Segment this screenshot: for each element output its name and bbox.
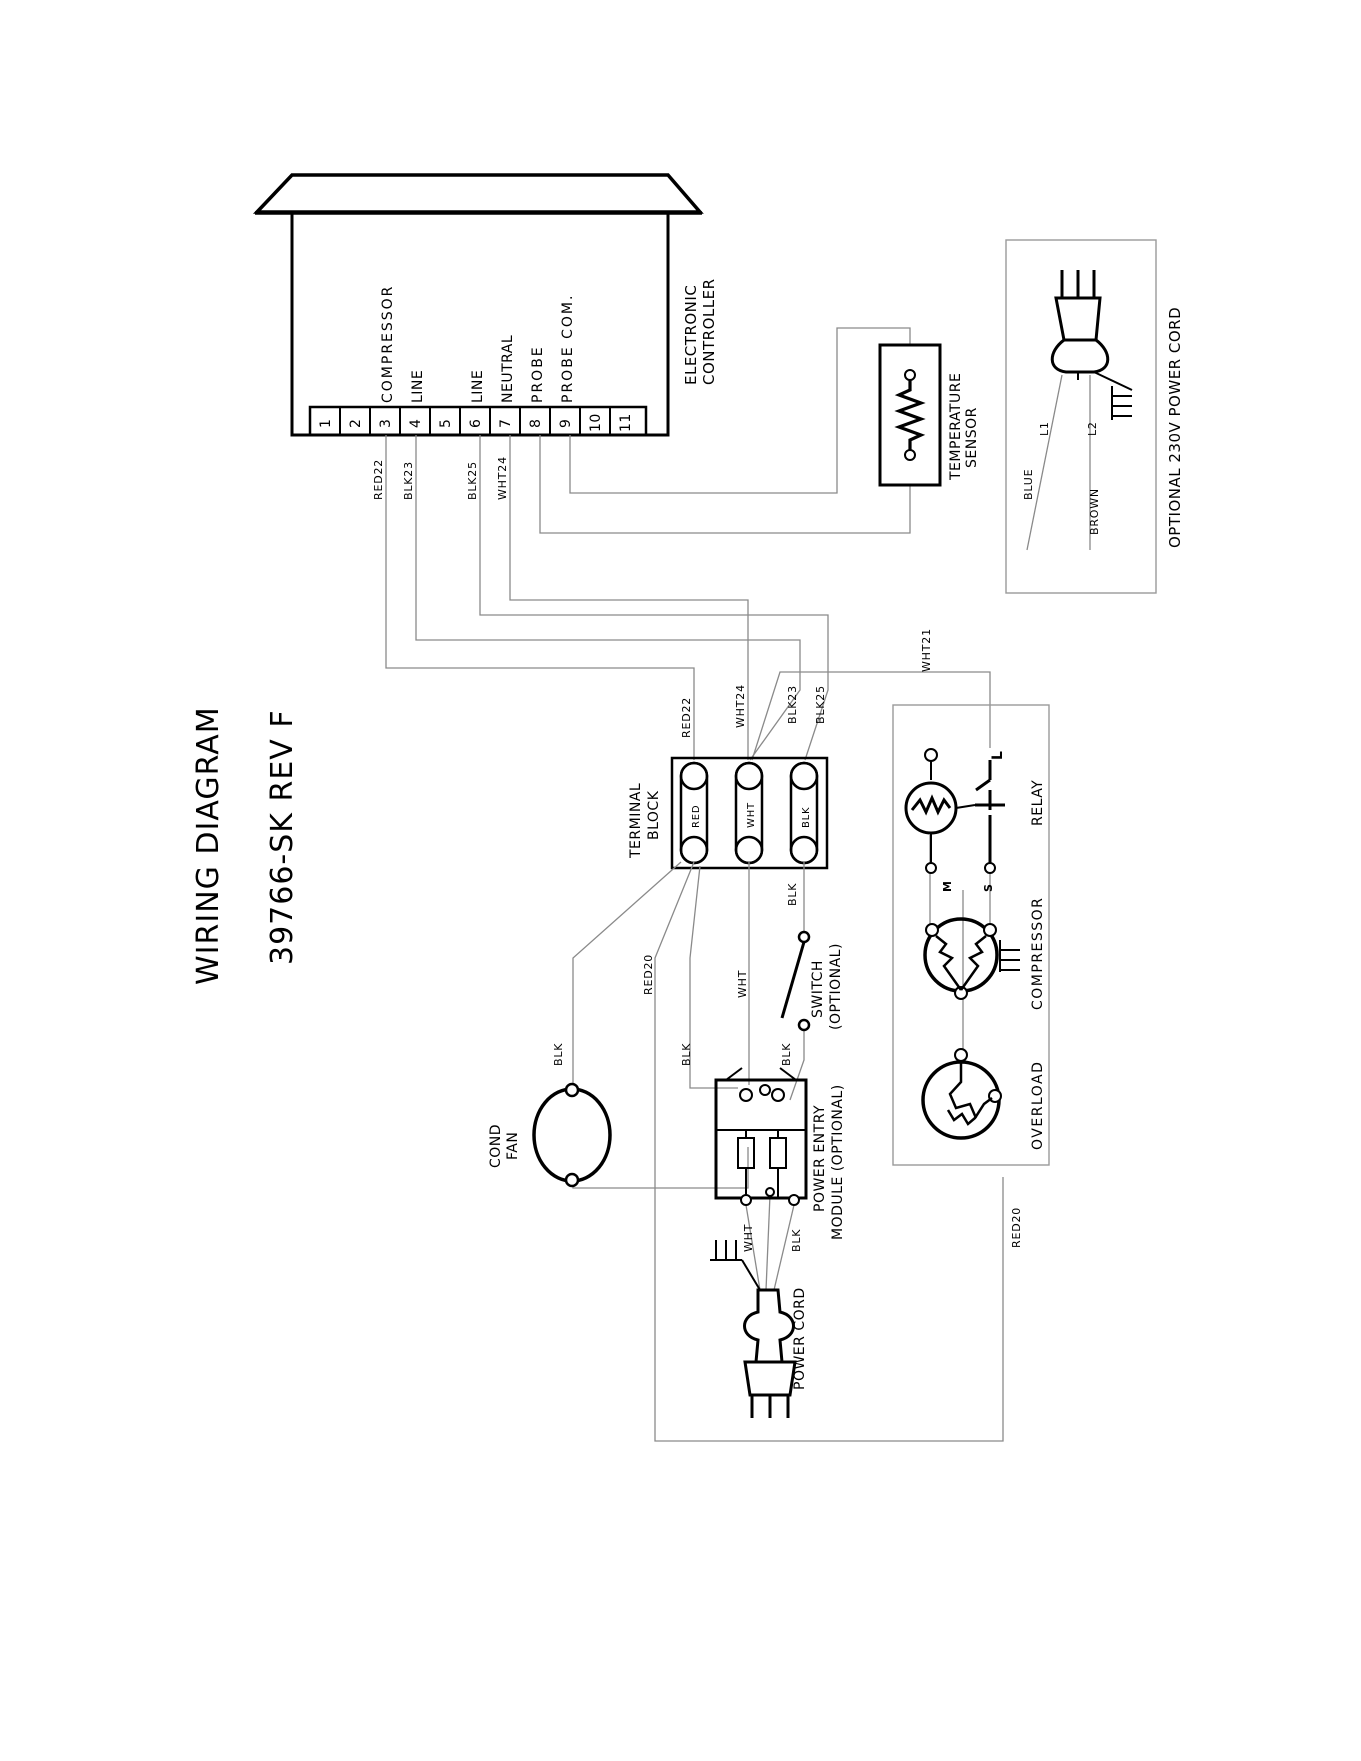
wire-label-red22-tb: RED22 bbox=[680, 697, 693, 738]
wire-probe bbox=[539, 435, 911, 534]
terminal-block-label-line2: BLOCK bbox=[646, 790, 662, 840]
terminal-3: 3 bbox=[378, 419, 394, 428]
wire-pem-cord-1 bbox=[745, 1204, 761, 1291]
wire-fan-blk bbox=[572, 861, 682, 1088]
wire-label-blk-pem: BLK bbox=[680, 1043, 693, 1066]
function-probe-com: PROBE COM. bbox=[560, 294, 576, 403]
relay-terminal-s: S bbox=[982, 883, 995, 892]
relay-label: RELAY bbox=[1030, 780, 1046, 826]
wire-blk25 bbox=[479, 435, 829, 761]
wire-label-brown: BROWN bbox=[1088, 488, 1101, 535]
terminal-block-red-label: RED bbox=[691, 805, 702, 828]
controller-label-line1: ELECTRONIC bbox=[682, 285, 700, 385]
terminal-8: 8 bbox=[528, 419, 544, 428]
function-neutral: NEUTRAL bbox=[500, 335, 516, 403]
terminal-5: 5 bbox=[438, 419, 454, 428]
function-line-6: LINE bbox=[470, 370, 486, 403]
function-compressor: COMPRESSOR bbox=[380, 285, 396, 403]
ground-symbol-compressor bbox=[999, 940, 1020, 972]
wire-label-l1: L1 bbox=[1038, 421, 1051, 436]
wire-probe-com bbox=[569, 327, 911, 494]
wire-label-blk23-tb: BLK23 bbox=[786, 685, 799, 724]
power-entry-module-label-line2: MODULE (OPTIONAL) bbox=[830, 1084, 846, 1240]
wire-label-blue: BLUE bbox=[1022, 469, 1035, 500]
electronic-controller: 1 2 3 4 5 6 7 8 9 10 11 COMPRESSOR LINE … bbox=[252, 173, 718, 437]
terminal-block-wht: WHT bbox=[734, 761, 764, 865]
terminal-4: 4 bbox=[408, 419, 424, 428]
ground-symbol-230v bbox=[1111, 386, 1132, 420]
temperature-sensor-line1: TEMPERATURE bbox=[948, 373, 964, 481]
overload-label: OVERLOAD bbox=[1030, 1061, 1046, 1150]
cond-fan-label-line1: COND bbox=[488, 1124, 504, 1168]
switch-label-line2: (OPTIONAL) bbox=[828, 943, 844, 1030]
function-line-4: LINE bbox=[410, 370, 426, 403]
controller-terminal-strip: 1 2 3 4 5 6 7 8 9 10 11 bbox=[308, 405, 648, 437]
wire-label-wht-cord: WHT bbox=[742, 1224, 755, 1252]
overload: OVERLOAD bbox=[921, 1048, 1046, 1150]
wire-red20 bbox=[654, 861, 1004, 1442]
wire-pem-blk bbox=[689, 865, 738, 1089]
wire-red22 bbox=[385, 435, 695, 760]
wire-label-blk25: BLK25 bbox=[466, 461, 479, 500]
terminal-block-label-line1: TERMINAL bbox=[628, 783, 644, 859]
wire-wht24 bbox=[509, 435, 749, 760]
terminal-block-wht-label: WHT bbox=[746, 802, 757, 828]
terminal-7: 7 bbox=[498, 419, 514, 428]
function-probe: PROBE bbox=[530, 345, 546, 403]
terminal-block-red: RED bbox=[679, 761, 709, 865]
power-entry-module-label-line1: POWER ENTRY bbox=[812, 1105, 828, 1212]
wire-label-blk23: BLK23 bbox=[402, 461, 415, 500]
optional-230v-power-cord-label: OPTIONAL 230V POWER CORD bbox=[1166, 307, 1184, 548]
terminal-11: 11 bbox=[618, 413, 634, 432]
cond-fan-label-line2: FAN bbox=[505, 1132, 521, 1160]
terminal-9: 9 bbox=[558, 419, 574, 428]
terminal-6: 6 bbox=[468, 419, 484, 428]
power-cord: POWER CORD bbox=[710, 1240, 808, 1418]
wire-label-blk-cord: BLK bbox=[790, 1229, 803, 1252]
relay: L M S RELAY bbox=[904, 748, 1046, 892]
diagram-title: WIRING DIAGRAM bbox=[191, 706, 226, 985]
terminal-block-blk-label: BLK bbox=[801, 807, 812, 828]
compressor-label: COMPRESSOR bbox=[1030, 897, 1046, 1010]
wire-label-blk25-tb: BLK25 bbox=[814, 685, 827, 724]
terminal-block: RED WHT BLK TERMINAL BLOCK bbox=[628, 756, 829, 870]
optional-230v-power-cord: L1 L2 BLUE BROWN OPTIONAL 230V POWER COR… bbox=[1005, 239, 1184, 594]
wire-label-blk-switch: BLK bbox=[786, 883, 799, 906]
cond-fan: COND FAN bbox=[488, 1082, 612, 1188]
switch-optional: SWITCH (OPTIONAL) bbox=[780, 930, 844, 1032]
terminal-2: 2 bbox=[348, 419, 364, 428]
temperature-sensor: TEMPERATURE SENSOR bbox=[878, 343, 980, 487]
switch-label-line1: SWITCH bbox=[810, 960, 826, 1018]
wire-label-wht21: WHT21 bbox=[920, 628, 933, 672]
wire-label-blk-fan: BLK bbox=[552, 1043, 565, 1066]
power-entry-module: POWER ENTRY MODULE (OPTIONAL) bbox=[714, 1067, 846, 1240]
ground-symbol-cord bbox=[710, 1240, 761, 1291]
wire-switch-pem bbox=[789, 1030, 805, 1101]
wire-wht21 bbox=[751, 671, 991, 761]
wire-label-wht: WHT bbox=[736, 970, 749, 998]
terminal-block-blk: BLK bbox=[789, 761, 819, 865]
compressor: COMPRESSOR bbox=[923, 897, 1046, 1010]
wire-label-l2: L2 bbox=[1086, 421, 1099, 436]
terminal-10: 10 bbox=[588, 413, 604, 432]
wire-label-red22: RED22 bbox=[372, 459, 385, 500]
temperature-sensor-line2: SENSOR bbox=[964, 407, 980, 468]
relay-terminal-l: L bbox=[990, 751, 1006, 760]
relay-terminal-m: M bbox=[941, 880, 954, 892]
wire-blk23 bbox=[415, 435, 801, 761]
wire-pem-cord-2 bbox=[773, 1204, 795, 1291]
wire-label-blk-switch-2: BLK bbox=[780, 1043, 793, 1066]
terminal-1: 1 bbox=[318, 419, 334, 428]
wire-pem-cord-3 bbox=[765, 1194, 771, 1291]
wire-label-red20-right: RED20 bbox=[1010, 1207, 1023, 1248]
compressor-relay-overload-group: L M S RELAY COMPRESSOR bbox=[892, 704, 1050, 1166]
controller-wires bbox=[385, 327, 991, 761]
wire-label-wht24-tb: WHT24 bbox=[734, 684, 747, 728]
power-cord-label: POWER CORD bbox=[792, 1287, 808, 1390]
diagram-part-number: 39766-SK REV F bbox=[265, 709, 300, 965]
controller-label-line2: CONTROLLER bbox=[700, 278, 718, 385]
wire-label-red20: RED20 bbox=[642, 954, 655, 995]
wire-label-wht24: WHT24 bbox=[496, 456, 509, 500]
